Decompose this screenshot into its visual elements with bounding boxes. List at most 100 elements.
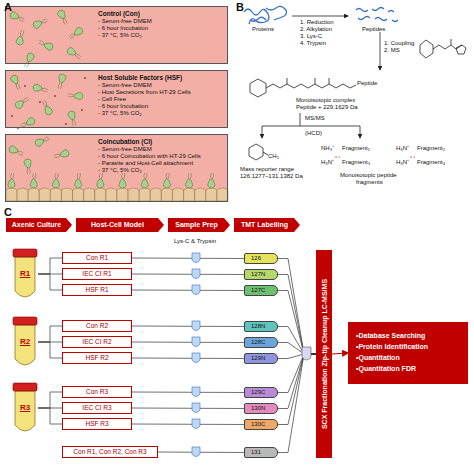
node-text: IEC CI R1 (67, 269, 127, 279)
parasite (16, 30, 26, 46)
parasite-body (16, 35, 25, 45)
tmt-tag: 127N (244, 269, 278, 280)
annotation: Lys-C & Trypsin (174, 238, 216, 245)
chevron-fill (168, 218, 230, 232)
secretion-dot (65, 123, 67, 125)
node-text: IEC CI R3 (67, 403, 127, 413)
parasite-body (67, 110, 77, 121)
node-text: Sample Prep (172, 218, 221, 232)
parasite (32, 84, 48, 94)
parasite (32, 16, 49, 30)
medium-fill (5, 6, 228, 64)
parasite-body (208, 179, 215, 188)
flagella (122, 173, 125, 179)
parasite-body (24, 158, 33, 168)
flagella (54, 153, 61, 158)
sample-tube (192, 285, 200, 295)
flagella (77, 173, 80, 179)
tmt-tag: 128C (244, 337, 278, 348)
tmt-tag: 131 (244, 447, 278, 458)
parasite (9, 74, 23, 91)
node-text: - 37 °C, 5% CO₂ (98, 110, 223, 117)
annotation: 3. Lys-C (300, 33, 322, 40)
tube-cap (13, 383, 37, 391)
flagella (33, 173, 36, 179)
annotation: Fragment₄ (417, 159, 445, 166)
condition-panel: Coincubation (CI)- Serum-free DMEM- 6 ho… (5, 134, 228, 202)
sample-box: Con R1 (62, 252, 132, 264)
sample-tube (192, 419, 200, 429)
host-cell (84, 188, 95, 201)
host-cell (184, 188, 195, 201)
annotation: H₃N⁺ (321, 159, 334, 166)
node-text: 127C (251, 286, 274, 295)
chevron-fill (6, 218, 72, 232)
node-text: 126 (251, 254, 274, 263)
condition-panel: Control (Con)- Serum-free DMEM- 6 hour I… (5, 6, 228, 64)
parasite-body (8, 145, 19, 155)
sample-tube (192, 353, 200, 363)
sample-box: Con R3 (62, 386, 132, 398)
connector (132, 326, 244, 328)
sample-box: Con R2 (62, 320, 132, 332)
parasite-body (163, 179, 170, 188)
annotation: Monoisotopic peptide (340, 172, 397, 179)
process-bar: SCX Fractionation Zip-tip Cleanup LC-MS/… (316, 250, 332, 458)
sample-box: HSF R1 (62, 284, 132, 296)
connector (278, 291, 316, 355)
parasite (208, 173, 215, 188)
node-text: •Quantitation (356, 352, 460, 363)
node-text: 131 (251, 448, 274, 457)
node-text: Host-Cell Model (80, 218, 155, 232)
host-cell (95, 188, 106, 201)
host-cell (6, 188, 17, 201)
secretion-dot (24, 85, 26, 87)
node-text: - Host Secretions from HT-29 Cells (98, 89, 223, 96)
parasite-body (66, 46, 77, 57)
flagella (166, 173, 169, 179)
host-cell (50, 188, 61, 201)
host-cell (195, 188, 206, 201)
node-text: SCX Fractionation Zip-tip Cleanup LC-MS/… (321, 254, 328, 454)
sample-tube (192, 447, 200, 457)
protein-squiggles (244, 6, 287, 24)
culture-tube: R2 (12, 316, 38, 368)
flagella (144, 173, 147, 179)
parasite (30, 173, 37, 188)
flagella (38, 40, 45, 45)
flagella (17, 150, 24, 155)
flagella (71, 119, 76, 126)
tmt-tag: 130N (244, 403, 278, 414)
connector (38, 258, 62, 274)
parasite-body (52, 179, 59, 188)
flagella (42, 100, 48, 107)
connector (132, 358, 244, 360)
sample-box: HSF R2 (62, 352, 132, 364)
parasite (14, 95, 30, 110)
host-cell (173, 188, 184, 201)
flagella (41, 18, 48, 24)
node-text: HSF R1 (67, 285, 127, 295)
annotation: H₃N⁺ (396, 145, 409, 152)
flagella (62, 18, 68, 25)
parasite (141, 173, 148, 188)
annotation: 126.1277–131.1382 Da (240, 173, 303, 180)
step-header: Host-Cell Model (76, 218, 164, 232)
parasite (163, 173, 170, 188)
flagella (69, 33, 76, 39)
node-text: Con R1 (67, 253, 127, 263)
parasite-body (186, 179, 193, 188)
secretion-dot (39, 101, 41, 103)
host-cell (161, 188, 172, 201)
tube-cap (13, 249, 37, 257)
sample-box: HSF R3 (62, 418, 132, 430)
node-text: HSF R3 (67, 419, 127, 429)
annotation: Fragment₂ (417, 145, 445, 152)
connector (132, 424, 244, 426)
step-header: Sample Prep (168, 218, 230, 232)
annotation: 1. Reduction (300, 19, 334, 26)
node-text: IEC CI R2 (67, 337, 127, 347)
pooled-tube (302, 347, 311, 360)
tube-cap (13, 317, 37, 325)
node-text: R3 (12, 403, 38, 412)
